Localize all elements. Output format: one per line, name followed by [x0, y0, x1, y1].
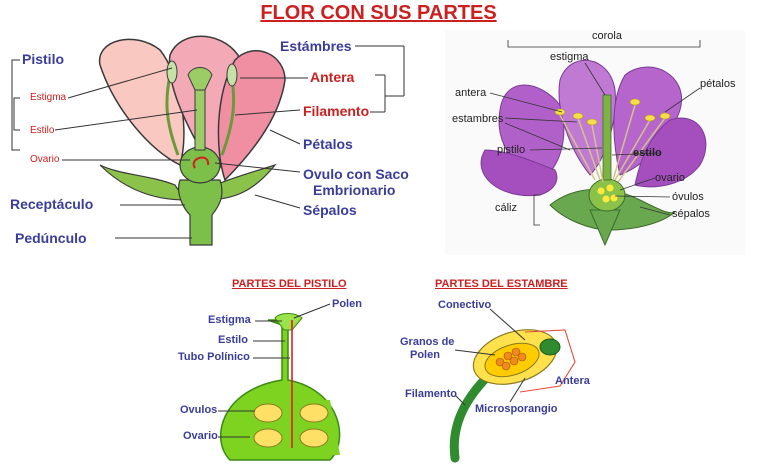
- pistil-section-title: PARTES DEL PISTILO: [232, 278, 347, 290]
- purple-flower-leaders: [489, 40, 701, 226]
- label-receptaculo: Receptáculo: [10, 196, 94, 212]
- stamen-leaders: [454, 308, 526, 406]
- label-ovario-2: ovario: [655, 172, 685, 184]
- label-tubo-polinico: Tubo Polínico: [178, 351, 250, 363]
- label-estigma: Estigma: [30, 92, 67, 103]
- label-granos-polen: Polen: [410, 349, 440, 361]
- label-pistil-ovario: Ovario: [183, 430, 218, 442]
- label-ovulos-2: óvulos: [672, 191, 704, 203]
- label-antera-2: antera: [455, 87, 487, 99]
- label-petalos-2: pétalos: [700, 78, 736, 90]
- label-filamento-estambre: Filamento: [405, 388, 457, 400]
- label-sepalos-2: sépalos: [672, 208, 710, 220]
- label-caliz: cáliz: [495, 202, 518, 214]
- stamen-illustration: [449, 329, 576, 463]
- pistil-illustration: [220, 313, 341, 461]
- label-corola: corola: [592, 30, 622, 42]
- main-flower-illustration: [99, 35, 286, 246]
- label-conectivo: Conectivo: [438, 299, 492, 311]
- label-pistilo-2: pistilo: [497, 144, 526, 156]
- main-flower-leaders: [11, 45, 405, 239]
- label-estilo: Estilo: [30, 125, 55, 136]
- label-filamento: Filamento: [303, 103, 370, 119]
- label-estilo-2: estilo: [633, 147, 662, 159]
- label-sepalos: Sépalos: [303, 202, 357, 218]
- label-ovulo: Ovulo con Saco: [303, 166, 409, 182]
- label-petalos: Pétalos: [303, 136, 353, 152]
- label-microsporangio: Microsporangio: [475, 403, 558, 415]
- label-pistil-estilo: Estilo: [218, 334, 248, 346]
- label-granos: Granos de: [400, 336, 455, 348]
- purple-flower-illustration: [445, 30, 745, 255]
- pistil-leaders: [218, 303, 331, 438]
- label-antera-estambre: Antera: [555, 375, 590, 387]
- label-estigma-2: estigma: [550, 51, 589, 63]
- stamen-section-title: PARTES DEL ESTAMBRE: [435, 278, 568, 290]
- label-pistil-ovulos: Ovulos: [180, 404, 218, 416]
- label-pistil-estigma: Estigma: [208, 314, 251, 326]
- label-estambres-2: estambres: [452, 113, 504, 125]
- label-ovario: Ovario: [30, 154, 60, 165]
- label-estambres: Estámbres: [280, 38, 352, 54]
- label-pedunculo: Pedúnculo: [15, 230, 87, 246]
- page-title: FLOR CON SUS PARTES: [260, 2, 497, 24]
- label-pistilo: Pistilo: [22, 51, 65, 67]
- label-ovulo-2: Embrionario: [313, 182, 396, 198]
- label-antera: Antera: [310, 69, 355, 85]
- label-polen: Polen: [332, 298, 362, 310]
